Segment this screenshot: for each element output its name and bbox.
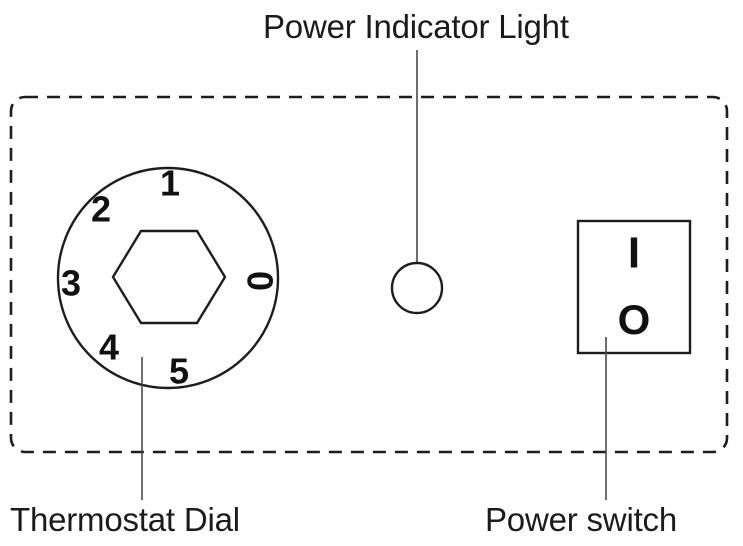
thermostat-dial[interactable]: 1 2 3 4 5 0 xyxy=(56,163,280,392)
dial-setting-2[interactable]: 2 xyxy=(91,189,111,230)
dial-setting-0[interactable]: 0 xyxy=(239,271,280,291)
dial-setting-4[interactable]: 4 xyxy=(99,327,119,368)
callout-label-thermostat-dial: Thermostat Dial xyxy=(10,501,240,538)
dial-setting-3[interactable]: 3 xyxy=(61,263,81,304)
power-switch-on-symbol[interactable]: I xyxy=(628,229,640,278)
callout-label-power-switch: Power switch xyxy=(485,501,677,538)
power-switch-body[interactable] xyxy=(576,219,692,355)
power-switch[interactable]: I O xyxy=(576,219,692,355)
power-indicator-light[interactable] xyxy=(390,261,444,315)
thermostat-dial-hexagon-knob[interactable] xyxy=(111,229,227,325)
control-panel-outline xyxy=(9,95,729,454)
callout-label-power-indicator-light: Power Indicator Light xyxy=(263,8,569,45)
power-switch-off-symbol[interactable]: O xyxy=(618,296,651,343)
thermostat-dial-face[interactable] xyxy=(56,166,280,390)
dial-setting-1[interactable]: 1 xyxy=(160,163,180,204)
dial-setting-5[interactable]: 5 xyxy=(169,351,189,392)
